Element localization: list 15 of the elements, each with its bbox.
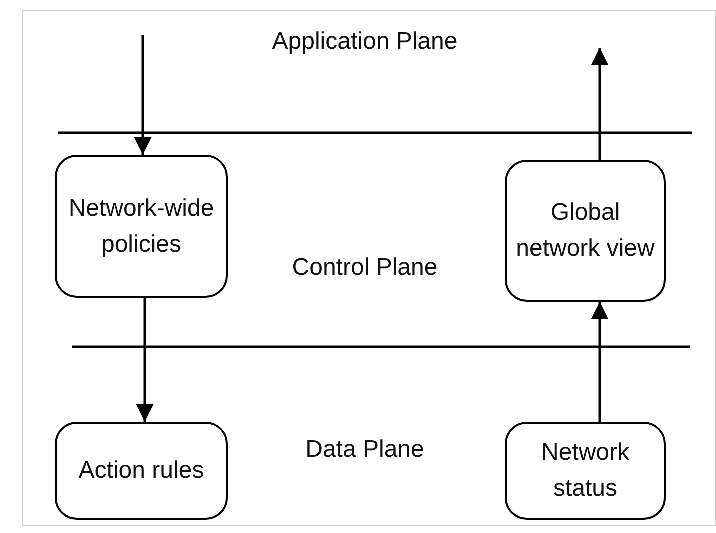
process-box [55, 422, 228, 520]
arrow [136, 298, 154, 422]
box-label: Global network view [515, 198, 656, 264]
box-label: Network-wide policies [68, 194, 216, 260]
box-label: Network status [540, 438, 631, 504]
process-box [505, 160, 666, 302]
arrow [591, 48, 609, 160]
arrow [134, 35, 152, 155]
arrow [591, 302, 609, 422]
plane-label: Control Plane [291, 253, 439, 283]
plane-label: Data Plane [304, 435, 426, 465]
process-box [55, 155, 228, 298]
box-label: Action rules [78, 456, 204, 486]
process-box [505, 422, 666, 520]
plane-label: Application Plane [271, 27, 459, 57]
